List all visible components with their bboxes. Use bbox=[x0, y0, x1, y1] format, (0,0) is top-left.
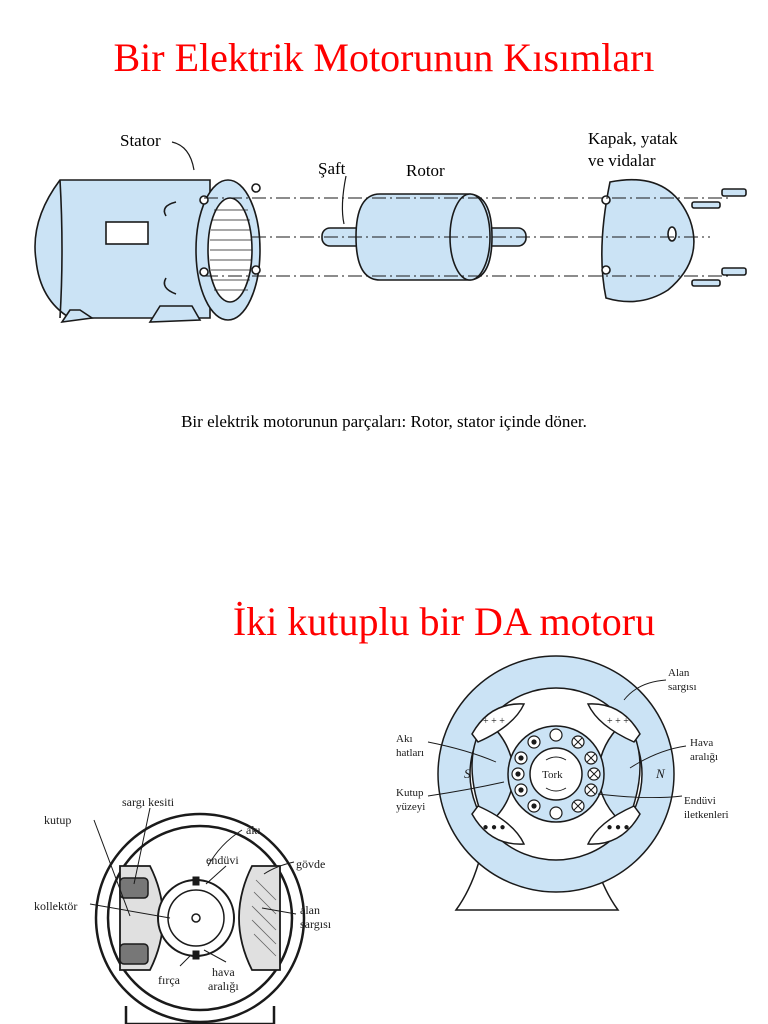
dc-motor-simple-diagram: sargı kesiti kutup akı endüvi gövde koll… bbox=[34, 795, 332, 1024]
label-air-gap-2: aralığı bbox=[690, 751, 718, 763]
page-title: Bir Elektrik Motorunun Kısımları bbox=[113, 35, 655, 80]
field-winding-bottom-right bbox=[586, 805, 641, 845]
label-field-winding: Alan bbox=[668, 667, 690, 679]
svg-text:● ● ●: ● ● ● bbox=[606, 822, 629, 833]
field-winding-top-right bbox=[586, 703, 641, 743]
label-field-winding: alan bbox=[300, 903, 320, 917]
dc-motor-cross-section: + + + + + + ● ● ● ● ● ● Alan s bbox=[396, 655, 729, 911]
screws bbox=[691, 188, 747, 287]
pole-right bbox=[597, 718, 641, 828]
label-armature-conductors: Endüvi bbox=[684, 795, 716, 807]
end-cover bbox=[601, 178, 695, 303]
pole-left bbox=[471, 718, 515, 828]
brush-bottom bbox=[192, 950, 200, 960]
label-brush: fırça bbox=[158, 973, 181, 987]
label-field-winding-2: sargısı bbox=[300, 917, 332, 931]
label-cover-2: ve vidalar bbox=[588, 151, 656, 170]
label-north-pole: N bbox=[655, 766, 666, 781]
label-pole-face-2: yüzeyi bbox=[396, 801, 425, 813]
label-air-gap: Hava bbox=[690, 737, 713, 749]
label-pole: kutup bbox=[44, 813, 71, 827]
label-shaft: Şaft bbox=[318, 159, 346, 178]
label-flux: Akı bbox=[396, 733, 413, 745]
label-pole-face: Kutup bbox=[396, 787, 424, 799]
brush-top bbox=[192, 876, 200, 886]
label-air-gap: hava bbox=[212, 965, 235, 979]
coil-section-top bbox=[119, 877, 149, 899]
label-commutator: kollektör bbox=[34, 899, 77, 913]
label-torque: Tork bbox=[542, 769, 563, 781]
nameplate bbox=[105, 221, 149, 245]
label-flux: akı bbox=[246, 823, 261, 837]
svg-text:+ + +: + + + bbox=[607, 716, 629, 727]
stator-foot-left bbox=[60, 309, 95, 324]
label-coil-section: sargı kesiti bbox=[122, 795, 175, 809]
field-winding-top-left bbox=[471, 703, 526, 743]
label-flux-2: hatları bbox=[396, 747, 424, 759]
pole-right bbox=[238, 865, 281, 971]
svg-text:+ + +: + + + bbox=[483, 716, 505, 727]
exploded-motor-diagram: Stator Şaft Rotor Kapak, yatak ve vidala… bbox=[34, 129, 747, 324]
stator-foot-right bbox=[148, 305, 202, 323]
label-frame: gövde bbox=[296, 857, 325, 871]
svg-text:● ● ●: ● ● ● bbox=[482, 822, 505, 833]
label-armature-conductors-2: iletkenleri bbox=[684, 809, 729, 821]
coil-section-bottom bbox=[119, 943, 149, 965]
label-rotor: Rotor bbox=[406, 161, 445, 180]
field-winding-bottom-left bbox=[471, 805, 526, 845]
label-armature: endüvi bbox=[206, 853, 239, 867]
label-air-gap-2: aralığı bbox=[208, 979, 239, 993]
label-stator: Stator bbox=[120, 131, 161, 150]
section-title: İki kutuplu bir DA motoru bbox=[232, 599, 656, 644]
figure-caption: Bir elektrik motorunun parçaları: Rotor,… bbox=[181, 412, 587, 431]
label-cover-1: Kapak, yatak bbox=[588, 129, 678, 148]
label-south-pole: S bbox=[464, 766, 471, 781]
label-field-winding-2: sargısı bbox=[668, 681, 697, 693]
motor-base bbox=[124, 1006, 276, 1024]
